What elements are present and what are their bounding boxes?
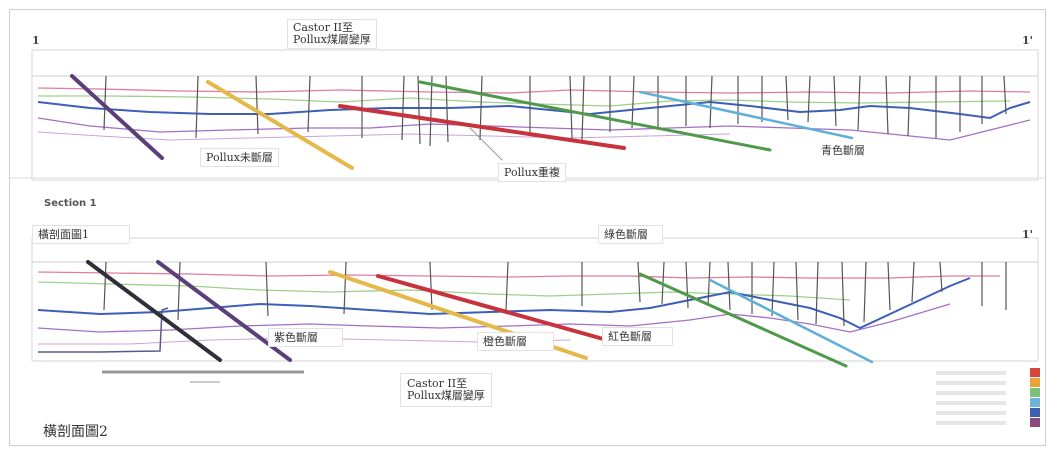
top-section-end-right: 1': [1022, 34, 1034, 47]
top-seam-purple-2: [37, 131, 731, 141]
label-thickening-bottom: Castor II至 Pollux煤層變厚: [400, 373, 492, 407]
legend-swatch: [1030, 418, 1040, 427]
cyan-fault-bottom: [708, 278, 874, 364]
label-purple-fault: 紫色斷層: [268, 328, 343, 347]
bottom-seam-purple: [37, 303, 951, 333]
bottom-seam-blue: [37, 277, 971, 330]
bottom-well: [707, 261, 711, 307]
top-well: [255, 75, 259, 135]
cross-section-figure: 1 1' Castor II至 Pollux煤層變厚 Pollux未斷層 Pol…: [9, 9, 1046, 446]
top-well: [885, 75, 889, 135]
bottom-well: [863, 261, 867, 323]
label-orange-fault: 橙色斷層: [477, 332, 554, 351]
orange-fault-top: [206, 80, 354, 170]
bottom-well: [505, 261, 509, 311]
bottom-section-end-right: 1': [1022, 228, 1034, 241]
label-pollux-unfaulted: Pollux未斷層: [200, 148, 279, 167]
legend-text-blur: [936, 371, 1006, 375]
legend-row: [936, 378, 1045, 388]
top-well: [709, 75, 713, 129]
bottom-well: [637, 261, 641, 303]
legend-text-blur: [936, 391, 1006, 395]
legend-row: [936, 408, 1045, 418]
legend-swatch: [1030, 408, 1040, 417]
bottom-well: [177, 261, 181, 321]
cross-section-diagram: [10, 49, 1045, 383]
top-well: [569, 75, 573, 139]
top-well: [857, 75, 861, 131]
legend-text-blur: [936, 401, 1006, 405]
top-wells: [103, 75, 1007, 147]
label-thickening-top: Castor II至 Pollux煤層變厚: [287, 19, 377, 49]
bottom-well: [771, 261, 775, 317]
top-well: [907, 75, 911, 137]
label-cyan-fault: 青色斷層: [816, 142, 870, 159]
top-well: [417, 75, 421, 145]
top-well: [785, 75, 789, 121]
top-well: [1003, 75, 1007, 115]
top-section-end-left: 1: [32, 34, 40, 47]
legend-row: [936, 368, 1045, 378]
top-well: [581, 75, 585, 141]
label-green-fault: 綠色斷層: [598, 225, 663, 244]
top-well: [479, 75, 483, 141]
top-well: [307, 75, 311, 133]
top-seam-purple: [37, 117, 1031, 141]
top-well: [631, 75, 635, 129]
top-well: [103, 75, 107, 131]
green-fault-top: [418, 80, 772, 152]
legend-text-blur: [936, 411, 1006, 415]
red-fault-bottom: [376, 274, 616, 344]
bottom-well: [265, 261, 269, 317]
bottom-well: [343, 261, 347, 315]
bottom-seam-pink: [37, 271, 1000, 279]
pollux-repeat-leader: [469, 127, 503, 161]
legend-text-blur: [936, 421, 1006, 425]
label-cross-section-1: 橫剖面圖1: [32, 225, 130, 244]
bottom-well: [815, 261, 819, 325]
bottom-well: [887, 261, 891, 311]
legend-row: [936, 418, 1045, 428]
label-cross-section-2: 橫剖面圖2: [43, 424, 108, 440]
bottom-well: [103, 261, 107, 311]
label-pollux-repeat: Pollux重複: [498, 163, 566, 182]
bottom-wells: [103, 261, 1007, 327]
legend-text-blur: [936, 381, 1006, 385]
label-red-fault: 紅色斷層: [602, 327, 673, 346]
top-seam-pink: [37, 87, 1031, 94]
top-well: [195, 75, 199, 139]
top-well: [807, 75, 811, 123]
bottom-well: [939, 261, 943, 293]
legend-swatch: [1030, 368, 1040, 377]
bottom-seam-green: [37, 281, 851, 301]
cyan-fault-top: [638, 90, 854, 140]
legend-swatch: [1030, 378, 1040, 387]
bottom-well: [429, 261, 433, 311]
legend-row: [936, 398, 1045, 408]
red-fault-top: [338, 104, 626, 150]
top-well: [401, 75, 405, 141]
top-well: [429, 75, 433, 147]
purple-fault-top: [70, 74, 164, 160]
bottom-well: [685, 261, 689, 309]
scale-bar: [102, 370, 304, 383]
bottom-seam-dark: [38, 307, 169, 353]
top-seam-blue: [37, 100, 1031, 120]
section-heading: Section 1: [44, 198, 97, 209]
bottom-well: [841, 261, 845, 327]
top-well: [833, 75, 837, 127]
dark-fault-bottom: [86, 260, 222, 362]
legend-swatch: [1030, 388, 1040, 397]
legend-swatch: [1030, 398, 1040, 407]
bottom-well: [795, 261, 799, 321]
green-fault-bottom: [638, 272, 848, 368]
bottom-well: [911, 261, 915, 303]
legend-row: [936, 388, 1045, 398]
top-seams: [37, 87, 1031, 141]
top-faults: [70, 74, 854, 170]
bottom-well: [727, 261, 731, 311]
